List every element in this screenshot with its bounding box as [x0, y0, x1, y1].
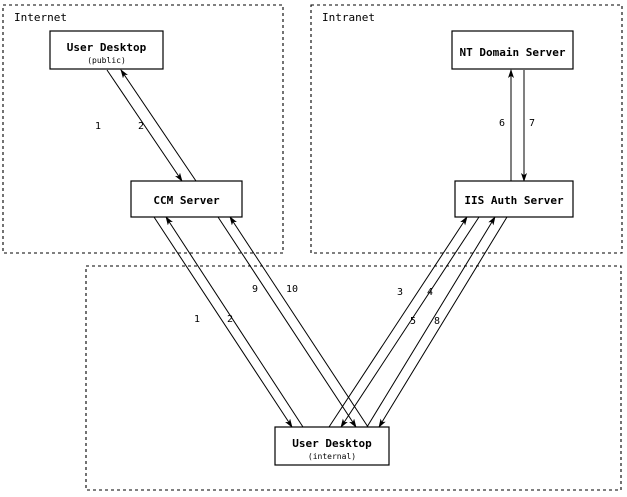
flow-arrow-9	[229, 216, 369, 428]
flow-arrow-10	[217, 216, 357, 428]
edge-label-10: 10	[286, 284, 298, 295]
flow-arrow-1-internal	[165, 216, 304, 428]
edge-label-1-public: 1	[95, 121, 101, 132]
flow-arrow-1-public	[106, 69, 183, 182]
edge-label-2-public: 2	[138, 121, 144, 132]
edge-label-8: 8	[434, 316, 440, 327]
flow-iis-internal-desktop-b	[366, 216, 508, 428]
edge-label-6: 6	[499, 118, 505, 129]
node-user-desktop-internal-subtitle: (internal)	[308, 452, 356, 461]
node-iis-auth-server-box[interactable]	[454, 180, 574, 218]
edge-label-1-internal: 1	[194, 314, 200, 325]
zone-intranet-label: Intranet	[322, 11, 375, 24]
node-user-desktop-public-box[interactable]	[49, 30, 164, 70]
node-user-desktop-internal-box[interactable]	[274, 426, 390, 466]
flow-arrow-4	[340, 216, 480, 428]
node-ccm-server[interactable]: CCM Server	[130, 180, 243, 218]
edge-label-7: 7	[529, 118, 535, 129]
zone-internet-label: Internet	[14, 11, 67, 24]
zone-internal-lan-border	[85, 265, 622, 491]
flow-arrow-2-internal	[153, 216, 293, 428]
node-ccm-server-box[interactable]	[130, 180, 243, 218]
node-user-desktop-internal-title: User Desktop	[292, 437, 372, 450]
node-iis-auth-server[interactable]: IIS Auth Server	[454, 180, 574, 218]
flow-ccm-internal-desktop-a	[153, 216, 304, 428]
flow-arrow-2-public	[120, 69, 197, 182]
flow-iis-ntdomain	[508, 69, 527, 182]
flow-arrow-8	[378, 216, 508, 428]
edge-label-2-internal: 2	[227, 314, 233, 325]
node-user-desktop-internal[interactable]: User Desktop (internal)	[274, 426, 390, 466]
node-ccm-server-title: CCM Server	[153, 194, 220, 207]
node-nt-domain-server[interactable]: NT Domain Server	[451, 30, 574, 70]
flow-arrow-3	[328, 216, 468, 428]
zone-internet-border	[2, 4, 284, 254]
edge-label-4: 4	[427, 287, 433, 298]
flow-arrow-5	[366, 216, 496, 428]
node-nt-domain-server-title: NT Domain Server	[460, 46, 566, 59]
flow-ccm-internal-desktop-b	[217, 216, 369, 428]
edge-label-3: 3	[397, 287, 403, 298]
edge-label-9: 9	[252, 284, 258, 295]
zone-intranet-border	[310, 4, 623, 254]
node-iis-auth-server-title: IIS Auth Server	[464, 194, 564, 207]
node-user-desktop-public-subtitle: (public)	[87, 56, 126, 65]
edge-label-5: 5	[410, 316, 416, 327]
flow-iis-internal-desktop-a	[328, 216, 480, 428]
flow-public-desktop-ccm	[106, 69, 197, 182]
node-user-desktop-public-title: User Desktop	[67, 41, 147, 54]
node-nt-domain-server-box[interactable]	[451, 30, 574, 70]
node-user-desktop-public[interactable]: User Desktop (public)	[49, 30, 164, 70]
